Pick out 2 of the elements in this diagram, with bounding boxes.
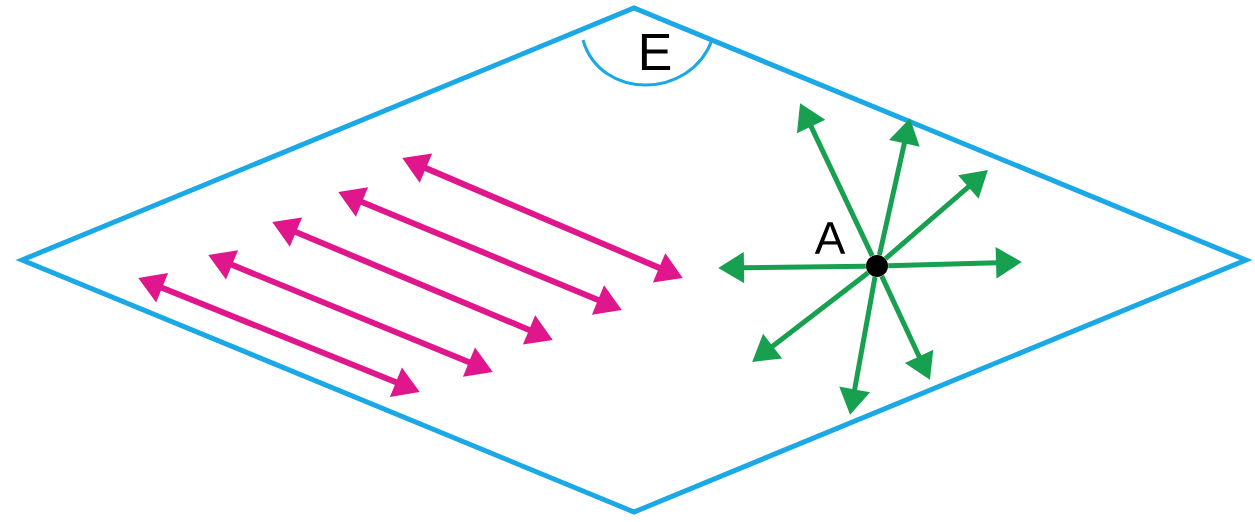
point <box>866 255 888 277</box>
point-label: A <box>814 222 846 254</box>
